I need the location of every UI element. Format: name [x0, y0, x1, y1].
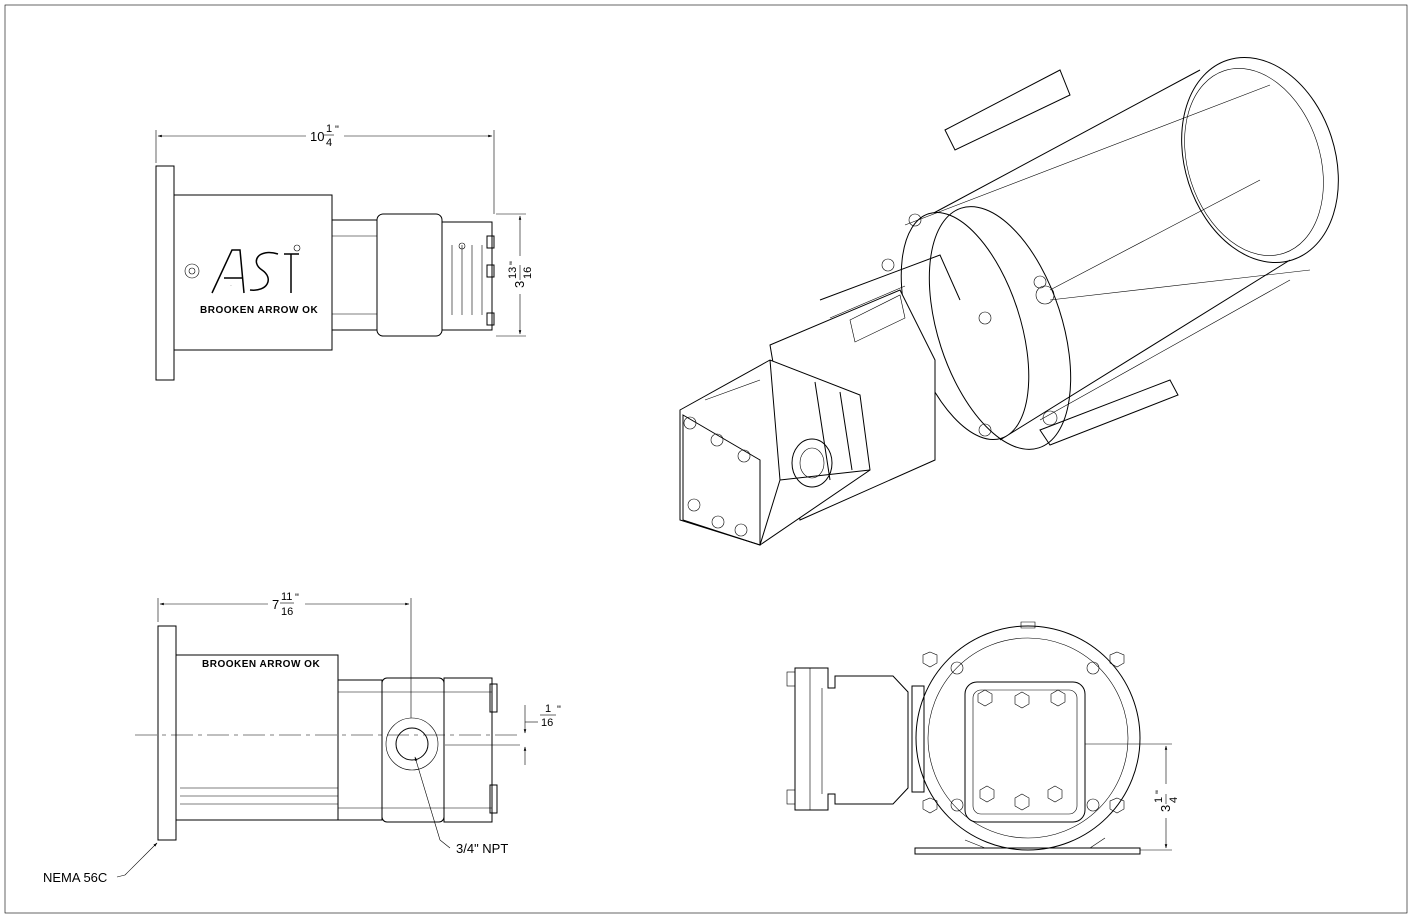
isometric-view [679, 56, 1339, 546]
svg-text:1: 1 [326, 123, 332, 135]
svg-text:4: 4 [1168, 797, 1180, 803]
svg-text:3: 3 [1158, 805, 1173, 812]
sheet-border [4, 4, 1408, 914]
motor-caption: BROOKEN ARROW OK [200, 305, 318, 316]
flange-callout: NEMA 56C [43, 870, 107, 885]
side-motor-caption: BROOKEN ARROW OK [202, 659, 320, 670]
end-pump-bolts [977, 689, 1066, 811]
side-pump-cover [443, 677, 493, 823]
end-flange-bolts [922, 651, 1125, 814]
svg-text:3: 3 [512, 281, 527, 288]
pump-cover [441, 221, 493, 331]
iso-motor-body [929, 69, 1291, 441]
end-base [914, 847, 1141, 855]
side-pump-body [381, 677, 445, 823]
end-side-pump [794, 667, 909, 811]
port-callout: 3/4" NPT [456, 841, 508, 856]
dim-side-length: 7 11 16 " [272, 591, 299, 618]
side-adapter [337, 679, 383, 821]
adapter [331, 219, 378, 331]
side-flange [157, 625, 177, 841]
iso-pump-block [679, 359, 871, 546]
svg-text:": " [295, 592, 299, 604]
dim-top-height: 3 13 16 " [507, 261, 534, 288]
svg-text:": " [557, 704, 561, 716]
logo-text: ASI [230, 284, 232, 287]
svg-text:": " [1154, 790, 1166, 794]
dim-side-offset: 1 16 " [540, 703, 561, 729]
npt-port [385, 717, 439, 771]
svg-text:1: 1 [545, 703, 551, 715]
iso-flange-bolts [881, 213, 1058, 437]
motor-body [173, 194, 333, 351]
dim-end-height: 3 1 4 " [1153, 790, 1180, 812]
dim-overall-length: 10 1 4 " [310, 123, 339, 149]
svg-text:7: 7 [272, 597, 279, 612]
svg-text:4: 4 [326, 137, 332, 149]
svg-text:1: 1 [1153, 797, 1165, 803]
svg-text:16: 16 [522, 267, 534, 279]
top-view: ASI BROOKEN ARROW OK 10 1 4 " 3 13 16 " [155, 123, 534, 381]
asi-logo: ASI [184, 244, 301, 294]
end-view: 3 1 4 " [786, 621, 1180, 855]
side-view: BROOKEN ARROW OK 7 11 16 " 1 [43, 591, 561, 885]
svg-text:13: 13 [507, 267, 519, 279]
svg-text:": " [335, 124, 339, 136]
svg-text:": " [508, 261, 520, 265]
pump-body [376, 213, 443, 337]
end-pump-face [964, 681, 1086, 823]
svg-text:10: 10 [310, 129, 324, 144]
svg-text:11: 11 [281, 591, 292, 603]
iso-pump-bolts [683, 416, 751, 537]
svg-text:16: 16 [541, 717, 553, 729]
end-motor-housing [915, 625, 1141, 851]
iso-fan-cover [1181, 56, 1339, 264]
motor-flange [155, 165, 175, 381]
svg-text:16: 16 [281, 606, 293, 618]
iso-pump-face [682, 414, 761, 546]
